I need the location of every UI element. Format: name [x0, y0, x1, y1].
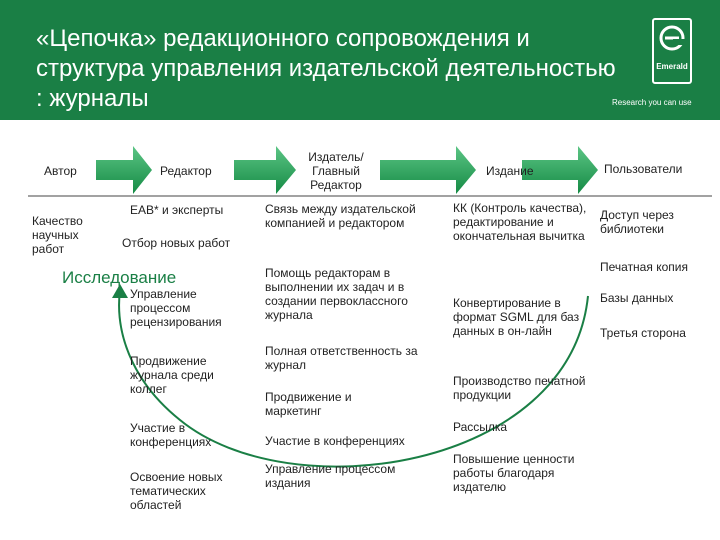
editor-item: Продвижение журнала среди коллег	[130, 354, 214, 396]
publication-item: Производство печатной продукции	[453, 374, 586, 402]
arrow-author-editor	[96, 146, 152, 194]
publisher-item: Полная ответственность за журнал	[265, 344, 418, 372]
publisher-item: Продвижение и маркетинг	[265, 390, 352, 418]
chain-users: Пользователи	[604, 162, 683, 176]
emerald-logo: Emerald	[652, 18, 692, 84]
tagline: Research you can use	[612, 98, 692, 107]
publication-item: КК (Контроль качества), редактирование и…	[453, 201, 587, 243]
publication-item: Повышение ценности работы благодаря изда…	[453, 452, 575, 494]
chain-publisher: Издатель/ Главный Редактор	[308, 150, 364, 192]
editor-item: Участие в конференциях	[130, 421, 212, 449]
editor-item: Освоение новых тематических областей	[130, 470, 223, 512]
arrow-editor-publisher	[234, 146, 296, 194]
users-item: Печатная копия	[600, 260, 688, 274]
arrow-publisher-publication	[380, 146, 476, 194]
editor-item: Управление процессом рецензирования	[130, 287, 222, 329]
editor-item: EAB* и эксперты	[130, 203, 224, 217]
chain-author: Автор	[44, 164, 77, 178]
feedback-loop-arrowhead	[112, 284, 128, 298]
chain-publication: Издание	[486, 164, 534, 178]
publisher-item: Помощь редакторам в выполнении их задач …	[265, 266, 408, 322]
slide-title: «Цепочка» редакционного сопровождения и …	[36, 25, 616, 112]
users-item: Базы данных	[600, 291, 674, 305]
publication-item: Конвертирование в формат SGML для баз да…	[453, 296, 580, 338]
author-quality: Качество научных работ	[32, 214, 83, 256]
users-item: Третья сторона	[600, 326, 686, 340]
arrow-publication-users	[522, 146, 598, 194]
editor-item: Отбор новых работ	[122, 236, 231, 250]
publisher-item: Управление процессом издания	[265, 462, 396, 490]
logo-text: Emerald	[656, 62, 688, 71]
chain-editor: Редактор	[160, 164, 212, 178]
title-banner: «Цепочка» редакционного сопровождения и …	[0, 0, 720, 120]
publisher-item: Участие в конференциях	[265, 434, 405, 448]
publisher-item: Связь между издательской компанией и ред…	[265, 202, 416, 230]
feedback-loop-arrow	[118, 289, 589, 468]
research-label: Исследование	[62, 268, 177, 287]
users-item: Доступ через библиотеки	[600, 208, 674, 236]
logo-swirl-icon	[659, 25, 685, 51]
publication-item: Рассылка	[453, 420, 508, 434]
